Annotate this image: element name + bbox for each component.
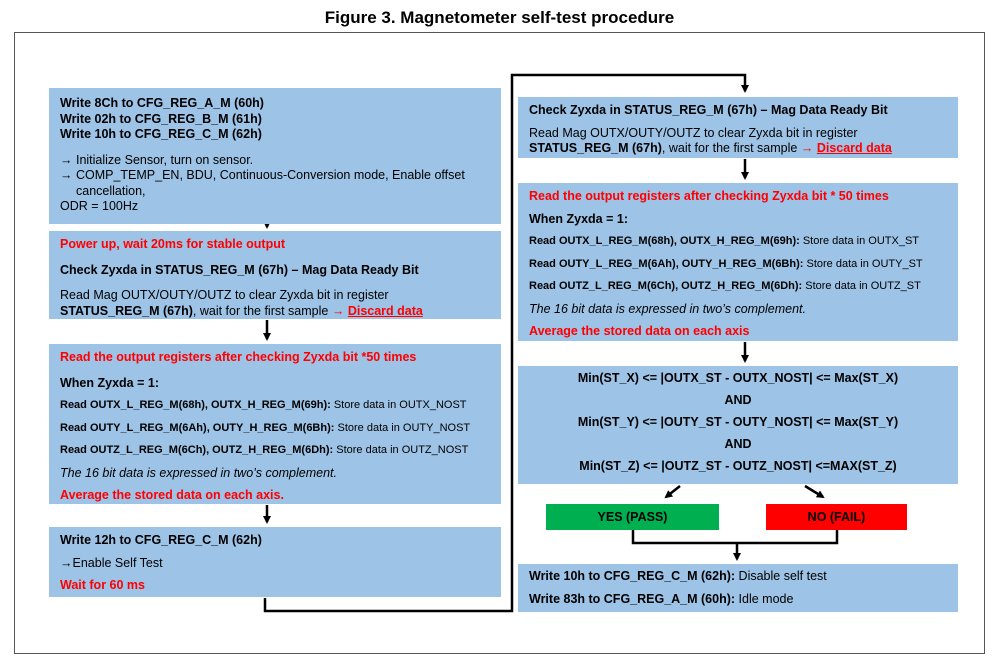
when-zyxda-st-label: When Zyxda = 1: [529,211,628,226]
read-outy-st-reg: Read OUTY_L_REG_M(6Ah), OUTY_H_REG_M(6Bh… [529,257,804,270]
discard-data-st-link: Discard data [816,141,892,155]
condition-x: Min(ST_X) <= |OUTX_ST - OUTX_NOST| <= Ma… [577,371,899,385]
connector-yes-no-merge [631,530,839,545]
arrow-to-no [804,484,825,499]
read-outx-reg: Read OUTX_L_REG_M(68h), OUTX_H_REG_M(69h… [60,399,331,411]
and-1: AND [724,393,752,407]
discard-data-link: Discard data [347,303,423,318]
store-outx-nost: Store data in OUTX_NOST [330,399,467,411]
write-cfg-a-idle: Write 83h to CFG_REG_A_M (60h): [529,591,736,606]
read-outy-st: Read OUTY_L_REG_M(6Ah), OUTY_H_REG_M(6Bh… [529,257,947,273]
power-up-heading: Power up, wait 20ms for stable output [60,237,286,251]
read-outz-st: Read OUTZ_L_REG_M(6Ch), OUTZ_H_REG_M(6Dh… [529,279,947,295]
clear-zyxda-text: Read Mag OUTX/OUTY/OUTZ to clear Zyxda b… [60,288,389,302]
read-outz-reg: Read OUTZ_L_REG_M(6Ch), OUTZ_H_REG_M(6Dh… [60,444,334,456]
read-st-heading: Read the output registers after checking… [529,189,889,203]
init-step-3: Write 10h to CFG_REG_C_M (62h) [60,127,262,141]
twos-complement-st-note: The 16 bit data is expressed in two’s co… [529,301,806,316]
first-sample-st-line: STATUS_REG_M (67h), wait for the first s… [529,141,947,157]
check-zyxda-st-box: Check Zyxda in STATUS_REG_M (67h) – Mag … [518,97,958,158]
twos-complement-note: The 16 bit data is expressed in two’s co… [60,465,337,480]
when-zyxda-label: When Zyxda = 1: [60,375,159,390]
disable-self-test-text: Disable self test [735,569,827,583]
store-outz-nost: Store data in OUTZ_NOST [333,444,469,456]
init-note-2: → COMP_TEMP_EN, BDU, Continuous-Conversi… [60,168,465,182]
read-outz-nost: Read OUTZ_L_REG_M(6Ch), OUTZ_H_REG_M(6Dh… [60,443,490,459]
read-outy-reg: Read OUTY_L_REG_M(6Ah), OUTY_H_REG_M(6Bh… [60,421,335,434]
arrow-to-yes [664,485,681,499]
wait-60ms-label: Wait for 60 ms [60,578,145,592]
read-st-box: Read the output registers after checking… [518,183,958,341]
power-up-box: Power up, wait 20ms for stable output Ch… [49,231,501,319]
enable-self-test-box: Write 12h to CFG_REG_C_M (62h) →Enable S… [49,527,501,597]
discard-arrow: → [331,303,348,318]
and-2: AND [724,437,752,451]
clear-zyxda-st-text: Read Mag OUTX/OUTY/OUTZ to clear Zyxda b… [529,125,858,140]
average-nost-label: Average the stored data on each axis. [60,488,284,502]
write-cfg-c-self-test: Write 12h to CFG_REG_C_M (62h) [60,533,262,547]
status-reg-label: STATUS_REG_M (67h) [60,303,193,318]
status-reg-st-label: STATUS_REG_M (67h) [529,141,662,155]
init-step-2: Write 02h to CFG_REG_B_M (61h) [60,111,262,126]
store-outy-nost: Store data in OUTY_NOST [334,421,471,434]
connector-4-to-5 [263,73,749,613]
read-outx-st: Read OUTX_L_REG_M(68h), OUTX_H_REG_M(69h… [529,234,947,250]
init-note-1: → Initialize Sensor, turn on sensor. [60,152,254,167]
average-st-label: Average the stored data on each axis [529,324,750,338]
read-nost-heading: Read the output registers after checking… [60,350,417,364]
condition-y: Min(ST_Y) <= |OUTY_ST - OUTY_NOST| <= Ma… [577,415,899,429]
store-outy-st: Store data in OUTY_ST [803,257,923,270]
read-outz-st-reg: Read OUTZ_L_REG_M(6Ch), OUTZ_H_REG_M(6Dh… [529,280,803,292]
init-note-3: cancellation, [76,183,146,198]
idle-mode-text: Idle mode [735,591,794,606]
check-zyxda-st-heading: Check Zyxda in STATUS_REG_M (67h) – Mag … [529,103,888,117]
check-zyxda-heading: Check Zyxda in STATUS_REG_M (67h) – Mag … [60,262,419,277]
init-note-odr: ODR = 100Hz [60,199,139,213]
first-sample-text: , wait for the first sample [192,303,332,318]
init-step-1: Write 8Ch to CFG_REG_A_M (60h) [60,96,264,110]
init-config-box: Write 8Ch to CFG_REG_A_M (60h) Write 02h… [49,88,501,224]
limit-check-box: Min(ST_X) <= |OUTX_ST - OUTX_NOST| <= Ma… [518,366,958,484]
store-outx-st: Store data in OUTX_ST [799,235,919,247]
finalize-box: Write 10h to CFG_REG_C_M (62h): Disable … [518,564,958,612]
read-nost-box: Read the output registers after checking… [49,344,501,504]
pass-box: YES (PASS) [546,504,719,530]
idle-mode-line: Write 83h to CFG_REG_A_M (60h): Idle mod… [529,592,947,608]
enable-self-test-note: →Enable Self Test [60,555,163,570]
fail-box: NO (FAIL) [766,504,907,530]
read-outy-nost: Read OUTY_L_REG_M(6Ah), OUTY_H_REG_M(6Bh… [60,421,490,437]
first-sample-line: STATUS_REG_M (67h), wait for the first s… [60,304,490,320]
first-sample-st-text: , wait for the first sample [661,141,801,155]
figure-title: Figure 3. Magnetometer self-test procedu… [324,8,675,27]
read-outx-st-reg: Read OUTX_L_REG_M(68h), OUTX_H_REG_M(69h… [529,235,800,247]
read-outx-nost: Read OUTX_L_REG_M(68h), OUTX_H_REG_M(69h… [60,398,490,414]
store-outz-st: Store data in OUTZ_ST [802,280,921,292]
write-cfg-c-disable: Write 10h to CFG_REG_C_M (62h): [529,569,736,583]
discard-st-arrow: → [800,141,817,155]
condition-z: Min(ST_Z) <= |OUTZ_ST - OUTZ_NOST| <=MAX… [579,459,897,473]
disable-self-test-line: Write 10h to CFG_REG_C_M (62h): Disable … [529,569,947,585]
figure-frame [14,32,985,654]
